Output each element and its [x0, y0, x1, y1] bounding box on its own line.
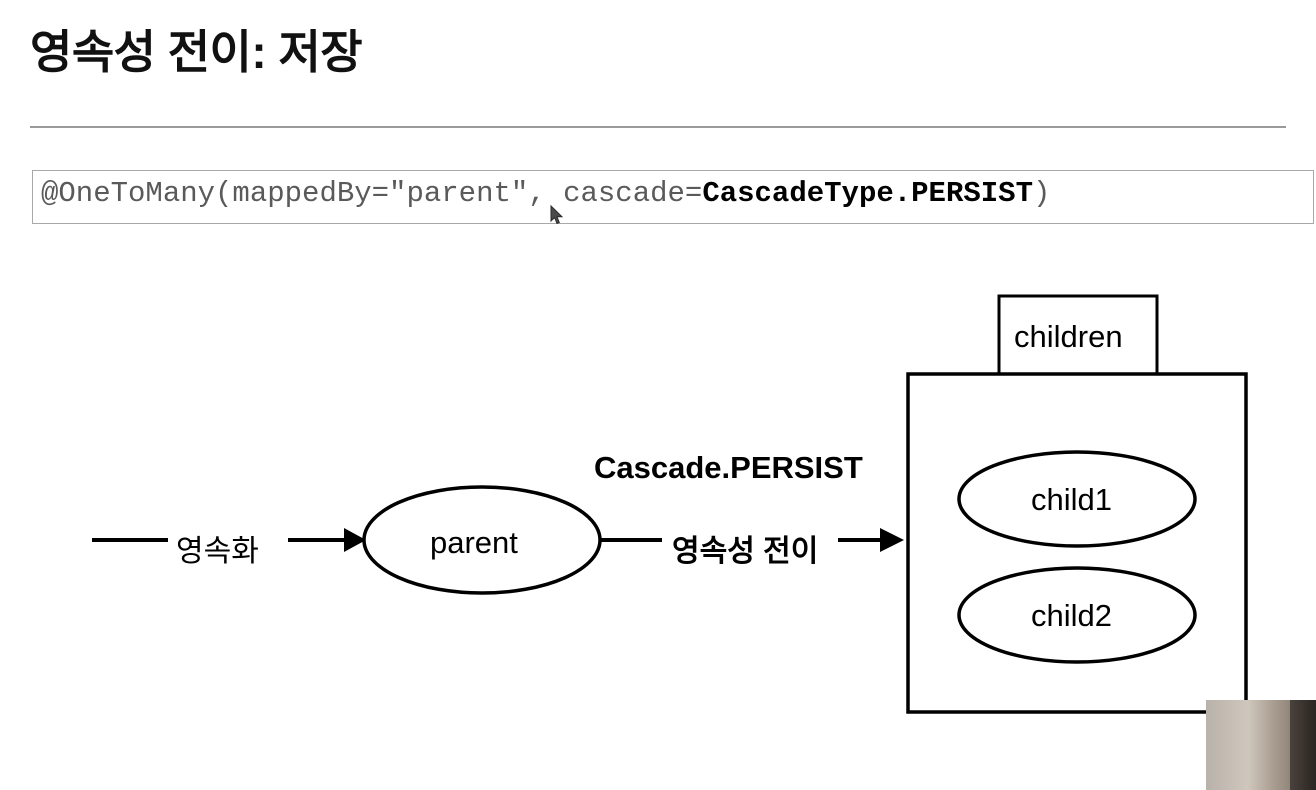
arrow-transfer-head [880, 528, 904, 552]
cascade-flow-diagram: 영속화 parent Cascade.PERSIST 영속성 전이 childr… [0, 270, 1316, 740]
label-cascade-annotation: Cascade.PERSIST [594, 450, 863, 485]
label-child2: child2 [1031, 598, 1112, 633]
code-snippet-box: @OneToMany(mappedBy="parent", cascade=Ca… [32, 170, 1314, 224]
label-parent-node: parent [430, 525, 518, 560]
child1-ellipse [957, 450, 1197, 548]
label-child1: child1 [1031, 482, 1112, 517]
code-suffix: ) [1032, 177, 1051, 210]
title-divider [30, 126, 1286, 128]
child2-ellipse [957, 566, 1197, 664]
children-tab-rect [997, 294, 1159, 376]
code-prefix: @OneToMany(mappedBy="parent", cascade= [41, 177, 703, 210]
label-persist-step: 영속화 [176, 535, 259, 568]
code-snippet-text: @OneToMany(mappedBy="parent", cascade=Ca… [41, 177, 1050, 210]
arrow-persist-head [344, 528, 366, 552]
webcam-dark-edge [1290, 700, 1316, 790]
code-bold: CascadeType.PERSIST [702, 177, 1033, 210]
webcam-overlay [1206, 700, 1316, 790]
page-title: 영속성 전이: 저장 [30, 26, 363, 78]
label-transfer-step: 영속성 전이 [672, 535, 819, 568]
label-children-tab: children [1014, 319, 1123, 354]
mouse-pointer-icon [550, 205, 564, 225]
